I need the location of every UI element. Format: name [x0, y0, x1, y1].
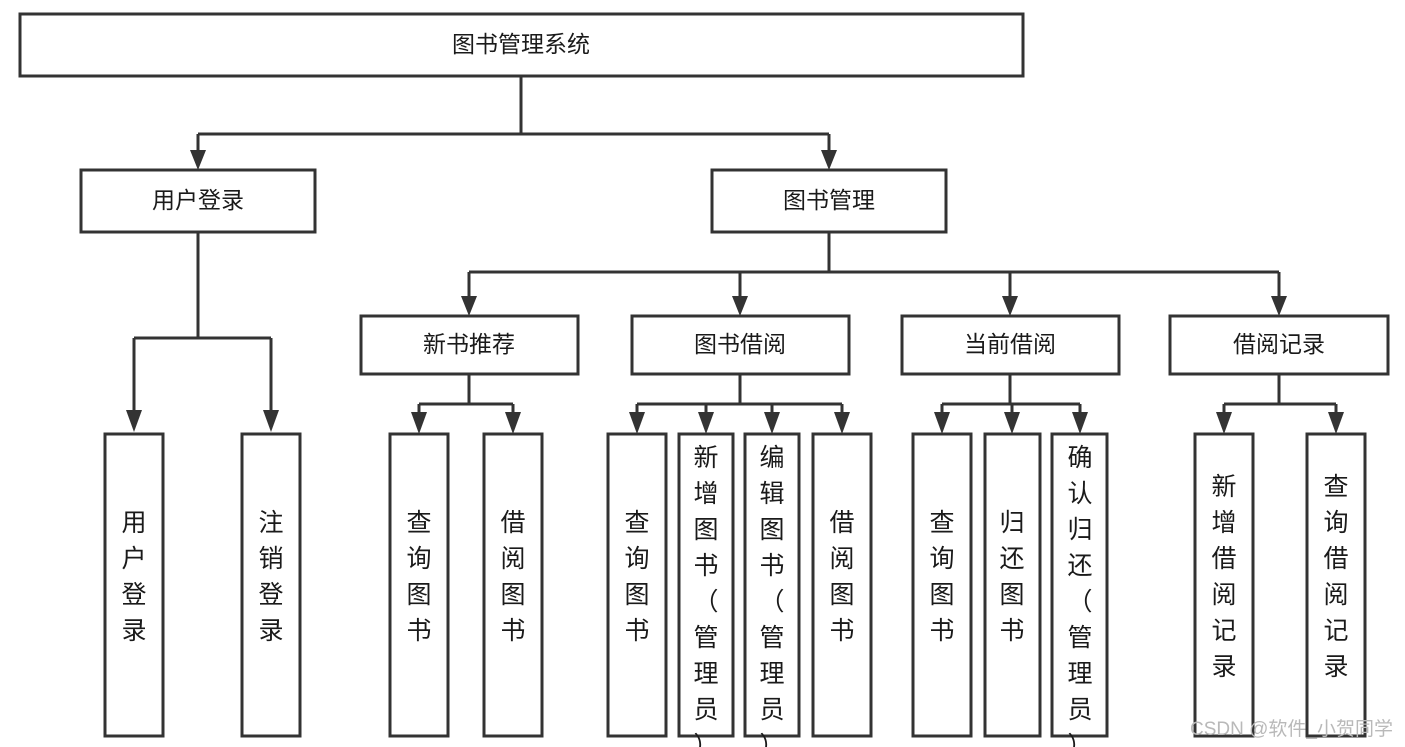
node-leaf-borrow-book-1[interactable]: 借阅图书 — [482, 432, 544, 738]
arrowhead-record-to-leaf-2 — [1328, 412, 1344, 434]
node-current[interactable]: 当前借阅 — [900, 314, 1121, 376]
arrowhead-newbook-to-leaf-2 — [505, 412, 521, 434]
node-leaf-add-record[interactable]: 新增借阅记录 — [1193, 432, 1255, 738]
node-leaf-confirm-return-box[interactable] — [1050, 432, 1109, 738]
node-leaf-query-book-1-label: 查询图书 — [406, 509, 431, 645]
arrowhead-record-to-leaf-1 — [1216, 412, 1232, 434]
arrowhead-newbook-to-leaf-1 — [411, 412, 427, 434]
arrowhead-login-to-leaf-2 — [263, 410, 279, 432]
arrowhead-borrow-to-leaf-1 — [629, 412, 645, 434]
node-borrow-box[interactable] — [630, 314, 851, 376]
node-leaf-query-book-2-label: 查询图书 — [624, 509, 649, 645]
arrowhead-root-to-bookmgmt — [821, 150, 837, 170]
node-leaf-borrow-book-2-box[interactable] — [811, 432, 873, 738]
node-leaf-borrow-book-1-label: 借阅图书 — [500, 509, 525, 645]
arrowhead-bookmgmt-to-record — [1271, 296, 1287, 316]
node-login-box[interactable] — [79, 168, 317, 234]
node-leaf-user-login-box[interactable] — [103, 432, 165, 738]
node-root-box[interactable] — [18, 12, 1025, 78]
node-leaf-borrow-book-1-box[interactable] — [482, 432, 544, 738]
node-leaf-edit-book-box[interactable] — [743, 432, 801, 738]
node-newbook[interactable]: 新书推荐 — [359, 314, 580, 376]
node-borrow-label: 图书借阅 — [694, 331, 786, 357]
node-record-label: 借阅记录 — [1233, 331, 1325, 357]
arrowhead-borrow-to-leaf-3 — [764, 412, 780, 434]
node-leaf-confirm-return[interactable]: 确认归还（管理员） — [1050, 432, 1109, 747]
node-root-label: 图书管理系统 — [452, 31, 590, 57]
node-leaf-query-record-label: 查询借阅记录 — [1323, 473, 1348, 681]
arrowhead-borrow-to-leaf-4 — [834, 412, 850, 434]
node-leaf-add-book-box[interactable] — [677, 432, 735, 738]
node-bookmgmt[interactable]: 图书管理 — [710, 168, 948, 234]
arrowhead-bookmgmt-to-newbook — [461, 296, 477, 316]
node-current-box[interactable] — [900, 314, 1121, 376]
arrowhead-borrow-to-leaf-2 — [698, 412, 714, 434]
arrowhead-current-to-leaf-1 — [934, 412, 950, 434]
node-bookmgmt-label: 图书管理 — [783, 187, 875, 213]
node-borrow[interactable]: 图书借阅 — [630, 314, 851, 376]
node-leaf-add-book-label: 新增图书（管理员） — [693, 444, 718, 747]
arrowhead-current-to-leaf-2 — [1004, 412, 1020, 434]
arrowhead-root-to-login — [190, 150, 206, 170]
node-leaf-user-login[interactable]: 用户登录 — [103, 432, 165, 738]
node-newbook-box[interactable] — [359, 314, 580, 376]
node-leaf-confirm-return-label: 确认归还（管理员） — [1067, 444, 1092, 747]
arrowhead-login-to-leaf-1 — [126, 410, 142, 432]
node-leaf-borrow-book-2-label: 借阅图书 — [829, 509, 854, 645]
node-leaf-borrow-book-2[interactable]: 借阅图书 — [811, 432, 873, 738]
node-leaf-query-book-1[interactable]: 查询图书 — [388, 432, 450, 738]
node-leaf-user-login-label: 用户登录 — [121, 509, 146, 645]
watermark-label: CSDN @软件_小贺同学 — [1190, 718, 1393, 740]
node-current-label: 当前借阅 — [964, 331, 1056, 357]
node-leaf-query-book-3[interactable]: 查询图书 — [911, 432, 973, 738]
node-leaf-edit-book-label: 编辑图书（管理员） — [759, 444, 784, 747]
node-leaf-user-logout-label: 注销登录 — [258, 509, 283, 645]
node-leaf-query-record[interactable]: 查询借阅记录 — [1305, 432, 1367, 738]
node-leaf-return-book-label: 归还图书 — [999, 509, 1024, 645]
node-bookmgmt-box[interactable] — [710, 168, 948, 234]
arrowhead-current-to-leaf-3 — [1072, 412, 1088, 434]
node-newbook-label: 新书推荐 — [423, 331, 515, 357]
node-record[interactable]: 借阅记录 — [1168, 314, 1390, 376]
node-login[interactable]: 用户登录 — [79, 168, 317, 234]
node-leaf-query-book-3-box[interactable] — [911, 432, 973, 738]
node-leaf-edit-book[interactable]: 编辑图书（管理员） — [743, 432, 801, 747]
node-leaf-add-record-box[interactable] — [1193, 432, 1255, 738]
node-leaf-add-record-label: 新增借阅记录 — [1211, 473, 1236, 681]
node-record-box[interactable] — [1168, 314, 1390, 376]
node-leaf-user-logout-box[interactable] — [240, 432, 302, 738]
node-leaf-query-book-2-box[interactable] — [606, 432, 668, 738]
node-leaf-query-record-box[interactable] — [1305, 432, 1367, 738]
node-leaf-user-logout[interactable]: 注销登录 — [240, 432, 302, 738]
node-leaf-return-book[interactable]: 归还图书 — [983, 432, 1042, 738]
arrowhead-bookmgmt-to-current — [1002, 296, 1018, 316]
node-leaf-return-book-box[interactable] — [983, 432, 1042, 738]
node-login-label: 用户登录 — [152, 187, 244, 213]
node-leaf-add-book[interactable]: 新增图书（管理员） — [677, 432, 735, 747]
node-leaf-query-book-1-box[interactable] — [388, 432, 450, 738]
node-leaf-query-book-2[interactable]: 查询图书 — [606, 432, 668, 738]
connector-layer — [126, 76, 1344, 434]
node-leaf-query-book-3-label: 查询图书 — [929, 509, 954, 645]
arrowhead-bookmgmt-to-borrow — [732, 296, 748, 316]
node-root[interactable]: 图书管理系统 — [18, 12, 1025, 78]
